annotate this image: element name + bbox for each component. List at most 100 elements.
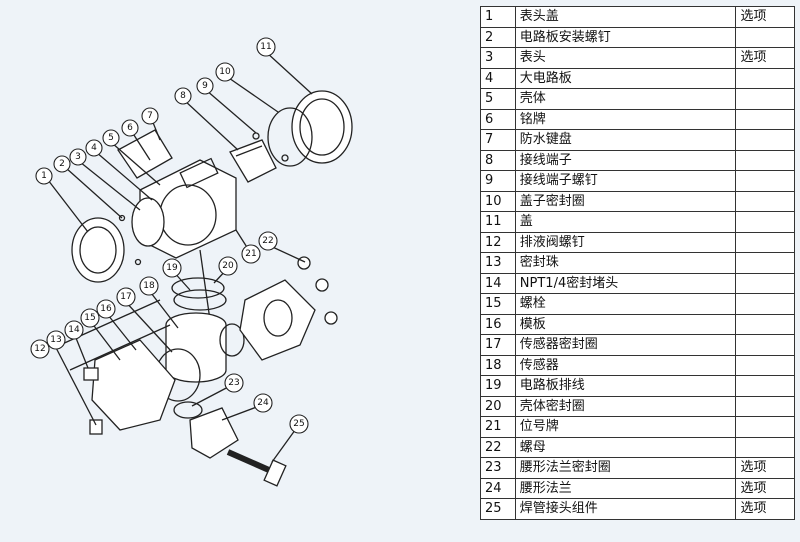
part-housing-window	[179, 157, 219, 189]
part-option	[735, 190, 795, 212]
part-number: 23	[480, 457, 516, 479]
callout-20: 20	[222, 261, 234, 271]
part-terminal-screw-2	[281, 154, 289, 162]
callout-circle-18	[139, 276, 159, 296]
callout-8: 8	[180, 91, 186, 101]
part-flange-left	[91, 339, 176, 431]
callout-circle-4	[85, 139, 103, 157]
callout-circle-22	[258, 231, 278, 251]
part-name: 腰形法兰	[514, 477, 737, 499]
callout-circle-17	[116, 287, 136, 307]
callout-circle-3	[69, 148, 87, 166]
callout-circle-7	[141, 107, 159, 125]
part-meter	[131, 197, 165, 247]
part-name: 盖	[514, 211, 737, 233]
part-terminal-screw	[252, 132, 260, 140]
part-option: 选项	[735, 498, 795, 520]
part-name: 腰形法兰密封圈	[514, 457, 737, 479]
part-option	[735, 272, 795, 294]
callout-4: 4	[91, 143, 97, 153]
callout-3: 3	[75, 152, 81, 162]
part-name: 焊管接头组件	[514, 498, 737, 520]
part-name: 接线端子螺钉	[514, 170, 737, 192]
callout-9: 9	[202, 81, 208, 91]
part-number: 6	[480, 108, 516, 130]
part-option	[735, 211, 795, 233]
part-name: 表头盖	[514, 6, 737, 28]
part-option	[735, 313, 795, 335]
part-meter-cover-inner	[79, 226, 117, 274]
part-name: 位号牌	[514, 416, 737, 438]
part-nut-3	[324, 311, 338, 325]
part-housing-seal	[171, 277, 225, 299]
part-option	[735, 293, 795, 315]
callout-6: 6	[127, 123, 133, 133]
part-option	[735, 231, 795, 253]
part-name: 电路板排线	[514, 375, 737, 397]
callout-circle-13	[46, 330, 66, 350]
callout-circle-6	[121, 119, 139, 137]
part-terminal-block	[229, 139, 277, 183]
callout-11: 11	[260, 42, 271, 52]
callout-18: 18	[143, 281, 155, 291]
part-name: 铭牌	[514, 108, 737, 130]
callout-circle-2	[53, 155, 71, 173]
part-number: 4	[480, 67, 516, 89]
part-option: 选项	[735, 6, 795, 28]
part-name: 密封珠	[514, 252, 737, 274]
part-keypad	[117, 129, 173, 179]
part-number: 9	[480, 170, 516, 192]
part-number: 13	[480, 252, 516, 274]
part-number: 21	[480, 416, 516, 438]
callout-circle-16	[96, 299, 116, 319]
callout-circle-14	[64, 320, 84, 340]
callout-12: 12	[34, 344, 45, 354]
part-board-screw	[118, 214, 126, 222]
part-housing-seal-2	[173, 289, 227, 311]
callout-circle-20	[218, 256, 238, 276]
part-drain-screw	[83, 367, 99, 381]
part-name: 防水键盘	[514, 129, 737, 151]
part-number: 14	[480, 272, 516, 294]
callout-circle-15	[80, 308, 100, 328]
part-number: 22	[480, 436, 516, 458]
part-number: 8	[480, 149, 516, 171]
callout-21: 21	[245, 249, 256, 259]
part-name: 大电路板	[514, 67, 737, 89]
part-option	[735, 170, 795, 192]
callout-25: 25	[293, 419, 304, 429]
callout-circle-19	[162, 258, 182, 278]
part-number: 3	[480, 47, 516, 69]
part-name: 传感器密封圈	[514, 334, 737, 356]
callout-circle-12	[30, 339, 50, 359]
part-oval-flange	[189, 407, 239, 459]
part-cover	[291, 90, 353, 164]
part-name: 接线端子	[514, 149, 737, 171]
part-option	[735, 375, 795, 397]
part-name: 螺母	[514, 436, 737, 458]
part-name: 壳体密封圈	[514, 395, 737, 417]
part-option: 选项	[735, 477, 795, 499]
part-number: 15	[480, 293, 516, 315]
part-sensor-seal	[219, 323, 245, 357]
callout-14: 14	[68, 325, 80, 335]
callout-circle-1	[35, 167, 53, 185]
part-flange-seal	[173, 401, 203, 419]
part-option	[735, 252, 795, 274]
part-cable	[199, 249, 211, 321]
part-name: 电路板安装螺钉	[514, 26, 737, 48]
part-number: 7	[480, 129, 516, 151]
